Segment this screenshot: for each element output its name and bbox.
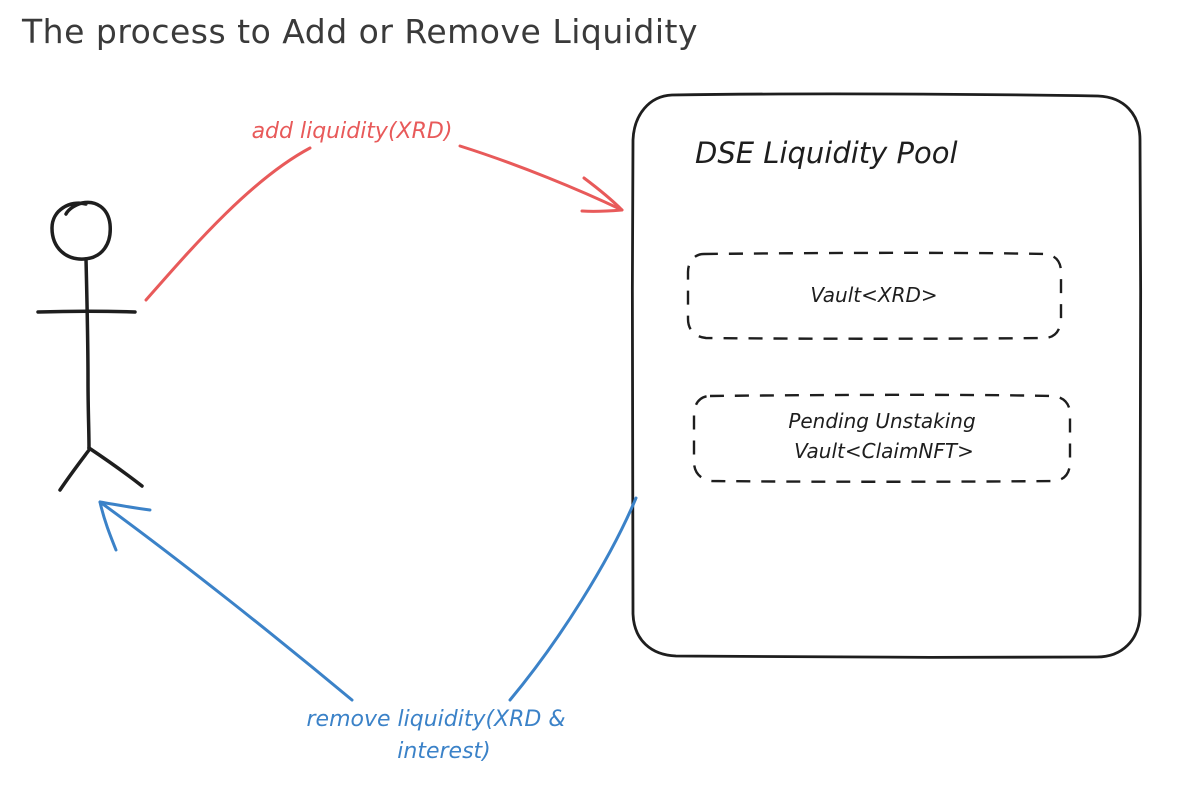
stick-figure-left-leg (58, 448, 91, 492)
liquidity-pool-box: DSE Liquidity Pool (630, 92, 1143, 659)
remove-liquidity-arrow (98, 496, 638, 702)
pending-vault-label-line2: Vault<ClaimNFT> (794, 439, 974, 463)
stick-figure-arms (36, 309, 137, 314)
vault-xrd-label: Vault<XRD> (810, 283, 937, 307)
stick-figure-head (50, 200, 112, 261)
add-liquidity-arrow (144, 144, 624, 302)
remove-liquidity-label-line1: remove liquidity(XRD & (306, 707, 565, 732)
add-arrow-head (580, 176, 624, 213)
stick-figure-body (84, 257, 91, 450)
pending-vault-label-line1: Pending Unstaking (788, 409, 975, 433)
remove-arrow-curve-right (508, 496, 638, 702)
add-arrow-curve-right (458, 144, 624, 212)
pool-title: DSE Liquidity Pool (695, 136, 958, 170)
stick-figure-right-leg (87, 446, 144, 488)
add-liquidity-label: add liquidity(XRD) (252, 119, 453, 144)
remove-arrow-curve-left (98, 500, 354, 702)
add-arrow-curve-left (144, 146, 312, 302)
user-stick-figure (36, 200, 144, 492)
vault-xrd-box: Vault<XRD> (686, 251, 1063, 340)
remove-arrow-head (98, 500, 152, 552)
remove-liquidity-label-line2: interest) (397, 739, 490, 764)
page-title: The process to Add or Remove Liquidity (22, 12, 698, 51)
pending-vault-box: Pending Unstaking Vault<ClaimNFT> (692, 393, 1072, 483)
